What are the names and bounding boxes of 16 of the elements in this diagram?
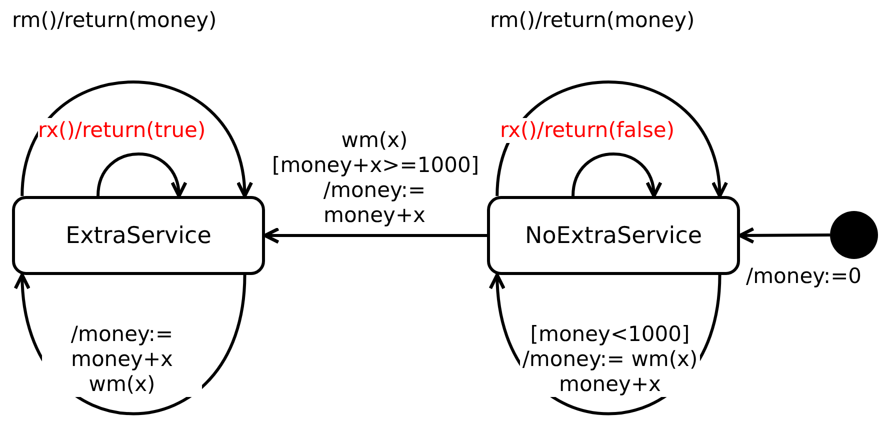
edge-label: rx()/return(true) [38,118,206,143]
transition-arrow [263,227,487,244]
edge-label: wm(x) [money+x>=1000] /money:= money+x [272,128,477,228]
edge-label: rm()/return(money) [12,8,217,33]
initial-state-dot [830,211,878,259]
self-loop-arrow [496,80,726,198]
transition-arrow [738,227,830,244]
self-loop-arrow [96,152,186,198]
edge-label: rm()/return(money) [490,8,695,33]
self-loop-arrow [572,152,661,198]
self-loop-arrow [20,80,252,198]
edge-label: rx()/return(false) [500,118,675,143]
state-box: ExtraService [12,196,265,275]
edge-label: [money<1000] /money:= wm(x) money+x [520,322,700,397]
state-box: NoExtraService [487,196,740,275]
edge-label: /money:=0 [746,264,862,289]
